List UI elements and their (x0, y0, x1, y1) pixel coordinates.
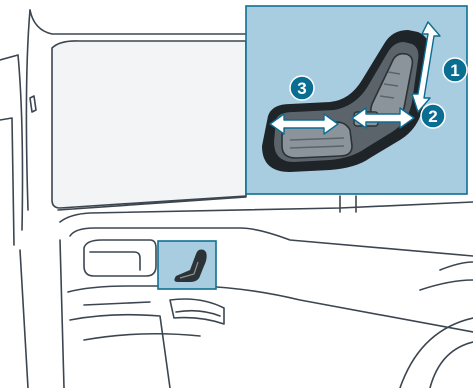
side-window (52, 41, 246, 208)
callout-badge-3: 3 (290, 76, 314, 100)
callout-label-2: 2 (428, 107, 437, 126)
a-pillar (0, 55, 23, 230)
armrest-pocket (84, 240, 156, 276)
steering-wheel-edge (400, 318, 473, 388)
mirror-switch (30, 96, 36, 112)
callout-badge-1: 1 (443, 58, 467, 82)
callout-label-1: 1 (450, 61, 459, 80)
window-frame-top (30, 10, 246, 34)
callout-badge-2: 2 (421, 104, 445, 128)
callout-label-3: 3 (297, 79, 306, 98)
lower-door (70, 315, 170, 388)
door-seat-switch-highlight (158, 241, 216, 289)
zoom-inset: 1 2 3 (246, 6, 467, 194)
window-frame-left (26, 10, 30, 210)
door-trim-line (68, 286, 473, 332)
